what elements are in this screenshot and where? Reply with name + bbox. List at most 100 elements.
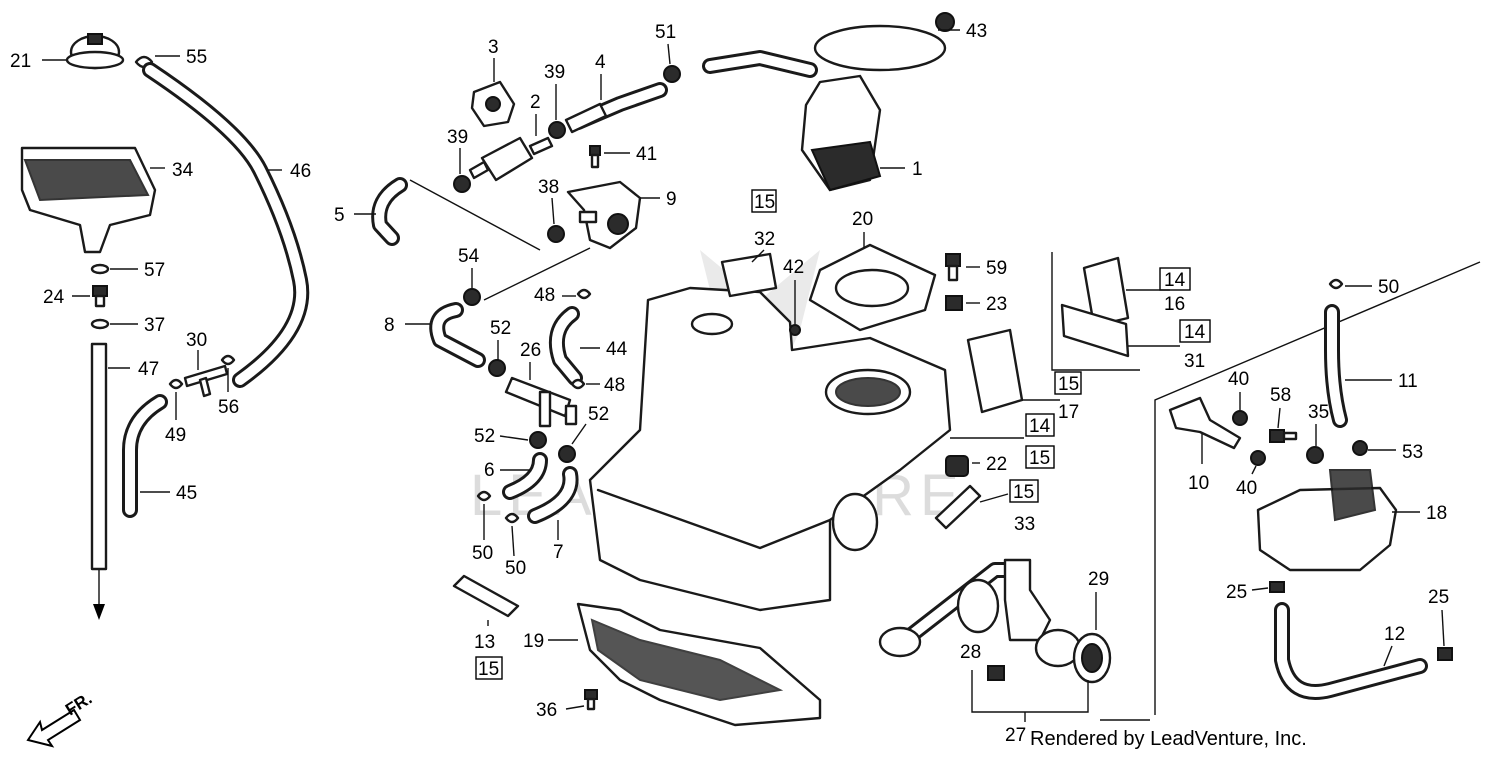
callout-55: 55 [186, 47, 207, 68]
clip-part-48b [570, 378, 586, 390]
callout-26: 26 [520, 340, 541, 361]
oring-part-57 [90, 263, 110, 275]
clip-part-49 [168, 378, 184, 390]
callout-18: 18 [1426, 503, 1447, 524]
tray-part-34 [20, 146, 165, 254]
callout-49: 49 [165, 425, 186, 446]
plate-part-32 [720, 252, 778, 298]
pad-part-16 [1082, 256, 1130, 328]
strip-part-33 [934, 484, 982, 530]
bolt-part-41 [589, 145, 601, 169]
callout-33: 33 [1014, 514, 1035, 535]
callout-36: 36 [536, 700, 557, 721]
callout-11: 11 [1398, 371, 1418, 392]
callout-7: 7 [553, 542, 564, 563]
bracket-part-10 [1168, 396, 1242, 450]
callout-8: 8 [384, 315, 395, 336]
canister-part-18 [1256, 469, 1398, 572]
callout-22: 22 [986, 454, 1007, 475]
callout-17: 17 [1058, 402, 1079, 423]
clip-part-50c [1328, 278, 1344, 290]
callout-box-15e [475, 656, 503, 680]
callout-15e: 15 [478, 659, 499, 680]
fuel-cap-part [65, 33, 125, 70]
callout-24: 24 [43, 287, 65, 308]
callout-14a: 14 [1029, 416, 1051, 437]
callout-40a: 40 [1228, 369, 1249, 390]
callout-45: 45 [176, 483, 197, 504]
clamp-part-25a [1269, 581, 1285, 593]
callout-14b: 14 [1164, 270, 1186, 291]
callout-19: 19 [523, 631, 544, 652]
callout-15d: 15 [1013, 482, 1034, 503]
gasket-part-20 [808, 243, 937, 332]
callout-12: 12 [1384, 624, 1405, 645]
hose-part-8 [429, 302, 486, 368]
callout-27: 27 [1005, 725, 1026, 746]
callout-39a: 39 [544, 62, 565, 83]
clamp-part-52b [529, 431, 547, 449]
valve-part-9 [566, 180, 642, 250]
callout-48b: 48 [604, 375, 625, 396]
clip-part-50b [504, 512, 520, 524]
callout-box-14b [1159, 267, 1191, 291]
clamp-part-52a [488, 359, 506, 377]
hose-part-44 [549, 306, 583, 386]
callout-box-15a [751, 189, 777, 213]
callout-56: 56 [218, 397, 239, 418]
callout-box-15d [1009, 479, 1039, 503]
callout-58: 58 [1270, 385, 1291, 406]
callout-4: 4 [595, 52, 606, 73]
nut-part-23 [945, 295, 963, 311]
bracket-part-3 [470, 80, 516, 128]
hose-part-12 [1274, 602, 1428, 700]
hose-part-5 [371, 177, 408, 246]
hose-part-4 [564, 82, 668, 134]
fuel-filter-part-2 [468, 136, 554, 182]
joint-part-26 [504, 376, 578, 428]
callout-35: 35 [1308, 402, 1329, 423]
callout-51: 51 [655, 22, 676, 43]
callout-50b: 50 [505, 558, 526, 579]
callout-53: 53 [1402, 442, 1423, 463]
callout-16: 16 [1164, 294, 1185, 315]
clip-part-48a [576, 288, 592, 300]
callout-29: 29 [1088, 569, 1109, 590]
breather-hose-part-46 [142, 62, 310, 388]
callout-46: 46 [290, 161, 311, 182]
callout-21: 21 [10, 51, 31, 72]
callout-9: 9 [666, 189, 677, 210]
callout-52c: 52 [588, 404, 609, 425]
render-credit-text: Rendered by LeadVenture, Inc. [1030, 728, 1307, 750]
hose-part-6 [502, 452, 548, 500]
callout-23: 23 [986, 294, 1007, 315]
bracket-line-27 [971, 670, 1089, 713]
clamp-part-38 [547, 225, 565, 243]
callout-30: 30 [186, 330, 207, 351]
bolt-part-59 [945, 253, 961, 282]
grommet-part-22 [945, 455, 969, 477]
callout-6: 6 [484, 460, 495, 481]
front-direction-arrow-icon: FR. [26, 689, 95, 748]
bolt-part-36 [584, 689, 598, 711]
fuel-sender-part [878, 558, 1082, 681]
nut-part-53 [1352, 440, 1368, 456]
clamp-part-54 [463, 288, 481, 306]
callout-59: 59 [986, 258, 1007, 279]
callout-52b: 52 [474, 426, 495, 447]
callout-32: 32 [754, 229, 775, 250]
callout-48a: 48 [534, 285, 555, 306]
clamp-part-52c [558, 445, 576, 463]
pad-part-31 [1060, 303, 1130, 358]
clamp-part-39b [453, 175, 471, 193]
clamp-part-25b [1437, 647, 1453, 661]
callout-20: 20 [852, 209, 873, 230]
clip-part-50a [476, 490, 492, 502]
callout-box-14a [1025, 413, 1055, 437]
callout-28: 28 [960, 642, 981, 663]
callout-37: 37 [144, 315, 165, 336]
callout-10: 10 [1188, 473, 1209, 494]
callout-40b: 40 [1236, 478, 1257, 499]
callout-34: 34 [172, 160, 194, 181]
